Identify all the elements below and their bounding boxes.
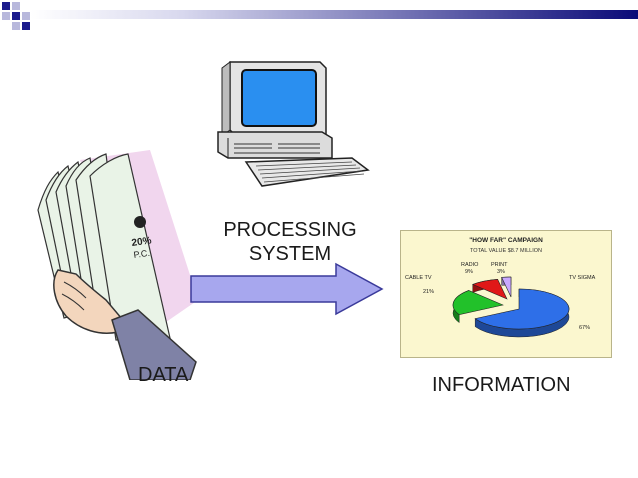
pie-label-value: 21% [423,289,434,295]
paper-emblem [134,216,146,228]
front-paper [89,153,171,341]
hand-holding-papers-icon: 20% P.C. [37,150,198,380]
processing-label-line-2: SYSTEM [248,243,332,265]
title-square [22,12,30,20]
pie-chart: "HOW FAR" CAMPAIGN TOTAL VALUE $8.7 MILL… [405,237,596,338]
sleeve [111,309,197,380]
title-gradient-band [30,10,638,19]
monitor-screen [241,69,317,127]
pie-slice-print [501,276,512,298]
computer-icon [217,61,370,187]
title-square [2,2,10,10]
title-square [12,22,20,30]
pie-slice-radio [471,279,508,300]
pie-label-value: 67% [579,325,590,331]
pie-label-name: RADIO [461,262,479,268]
chart-subtitle: TOTAL VALUE $8.7 MILLION [470,248,542,254]
hand [53,269,130,334]
title-square [12,2,20,10]
chart-title: "HOW FAR" CAMPAIGN [469,237,543,244]
processing-system-label: PROCESSING SYSTEM [205,218,375,266]
pie-label-name: PRINT [491,262,508,268]
processing-label-line-1: PROCESSING [223,219,357,241]
title-bar-decoration [2,2,638,30]
pie-label-name: TV SIGMA [569,275,596,281]
data-label: DATA [138,364,189,386]
paper-text-line-1: 20% [131,235,152,249]
pie-slice-cable-tv [452,290,504,315]
information-label: INFORMATION [432,374,571,396]
pie-label-name: CABLE TV [405,275,432,281]
pie-label-value: 9% [465,269,473,275]
title-square [2,12,10,20]
arrow-right-icon [190,262,384,316]
paper-text-line-2: P.C. [133,248,151,260]
information-chart-panel: "HOW FAR" CAMPAIGN TOTAL VALUE $8.7 MILL… [400,230,612,358]
pie-slice-tv-sigma [474,288,570,330]
title-square [22,22,30,30]
pie-label-value: 3% [497,269,505,275]
title-square [12,12,20,20]
